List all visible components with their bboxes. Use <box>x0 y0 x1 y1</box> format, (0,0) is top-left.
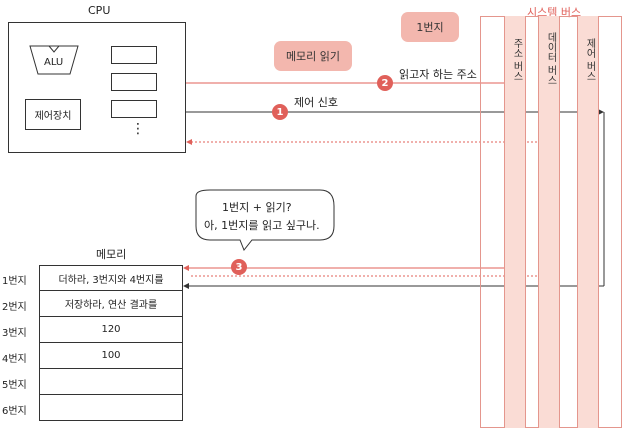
memory-address-label: 3번지 <box>2 328 27 339</box>
memory-cell: 저장하라, 연산 결과를 <box>64 300 158 311</box>
control-bus <box>577 16 599 428</box>
memory-row: 저장하라, 연산 결과를 <box>39 291 183 317</box>
read-memory-label: 메모리 읽기 <box>285 50 341 63</box>
address-bus-label: 주소 버스 <box>511 38 522 82</box>
memory-address-label: 5번지 <box>2 380 27 391</box>
register-ellipsis: ⋮ <box>131 121 145 137</box>
alu-label: ALU <box>44 57 64 68</box>
memory-address-label: 2번지 <box>2 302 27 313</box>
address-desc-label: 읽고자 하는 주소 <box>399 68 477 81</box>
memory-cell: 100 <box>101 350 121 361</box>
memory-cell: 120 <box>101 324 121 335</box>
memory-row: 100 <box>39 343 183 369</box>
memory-address-label: 6번지 <box>2 406 27 417</box>
control-unit-box: 제어장치 <box>25 99 81 130</box>
cpu-title: CPU <box>88 4 111 17</box>
memory-row: 더하라, 3번지와 4번지를 <box>39 265 183 291</box>
control-bus-label: 제어 버스 <box>584 38 595 82</box>
step-badge-3: 3 <box>231 259 247 275</box>
step-badge-1: 1 <box>272 104 288 120</box>
address-bus <box>504 16 526 428</box>
memory-row <box>39 395 183 421</box>
register-2 <box>111 73 157 91</box>
address-value-label: 1번지 <box>416 21 444 34</box>
data-bus <box>538 16 560 428</box>
speech-line-1: 1번지 + 읽기? <box>222 201 292 214</box>
register-3 <box>111 100 157 118</box>
memory-cell: 더하라, 3번지와 4번지를 <box>58 274 164 286</box>
alu-shape <box>29 45 79 75</box>
memory-address-label: 1번지 <box>2 276 27 287</box>
speech-bubble <box>195 189 335 251</box>
memory-row: 120 <box>39 317 183 343</box>
read-memory-bubble: 메모리 읽기 <box>274 41 352 71</box>
system-bus-title: 시스템 버스 <box>527 6 582 19</box>
control-unit-label: 제어장치 <box>34 111 72 122</box>
memory-title: 메모리 <box>96 248 127 261</box>
memory-address-label: 4번지 <box>2 354 27 365</box>
register-1 <box>111 46 157 64</box>
data-bus-label: 데이터 버스 <box>545 32 556 86</box>
step-badge-2: 2 <box>377 75 393 91</box>
alu-notch <box>47 45 61 53</box>
address-value-bubble: 1번지 <box>401 12 459 42</box>
control-signal-label: 제어 신호 <box>294 96 338 109</box>
speech-line-2: 아, 1번지를 읽고 싶구나. <box>204 219 320 232</box>
memory-row <box>39 369 183 395</box>
